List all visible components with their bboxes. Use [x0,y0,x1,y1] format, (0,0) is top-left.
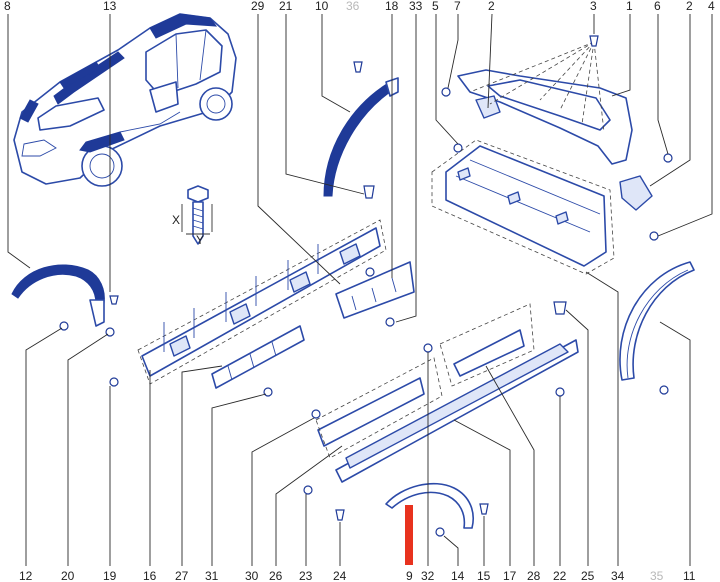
callout-26: 26 [269,569,283,582]
callout-11: 11 [683,569,696,582]
fasteners [59,61,669,537]
callout-25: 25 [581,569,595,582]
callout-20: 20 [61,569,75,582]
callout-16: 16 [143,569,157,582]
callout-1: 1 [626,0,633,13]
callout-10: 10 [315,0,329,13]
callout-2-right: 2 [686,0,693,13]
vehicle-illustration [13,13,237,187]
callout-34: 34 [611,569,625,582]
callout-36: 36 [346,0,360,13]
callout-23: 23 [299,569,313,582]
highlight-marker [405,505,413,565]
callout-12: 12 [19,569,33,582]
rear-spoiler [441,35,673,241]
tailgate-panel [431,139,615,275]
callout-7: 7 [454,0,461,13]
callout-29: 29 [251,0,265,13]
callout-19: 19 [103,569,117,582]
lower-sill [315,303,579,483]
callout-32: 32 [421,569,435,582]
callout-5: 5 [432,0,439,13]
rear-wheel-arch [619,261,695,381]
leader-lines [7,13,713,566]
callout-35: 35 [650,569,664,582]
axis-x-label: X [172,213,180,227]
callout-2: 2 [488,0,495,13]
callout-33: 33 [409,0,423,13]
callout-30: 30 [245,569,259,582]
callout-labels: 8 13 29 21 10 36 18 33 5 7 2 3 1 6 2 4 1… [4,0,715,582]
callout-24: 24 [333,569,347,582]
callout-6: 6 [654,0,661,13]
callout-18: 18 [385,0,399,13]
callout-15: 15 [477,569,491,582]
callout-14: 14 [451,569,465,582]
side-sill-bracket [211,261,415,389]
callout-4: 4 [708,0,715,13]
callout-31: 31 [205,569,219,582]
arch-extension [385,482,474,565]
screw-detail: X Y [172,185,213,247]
callout-3: 3 [590,0,597,13]
callout-17: 17 [503,569,517,582]
callout-21: 21 [279,0,293,13]
callout-9: 9 [406,569,413,582]
front-wheel-arch [11,264,105,327]
callout-28: 28 [527,569,541,582]
axis-y-label: Y [196,233,204,247]
callout-22: 22 [553,569,567,582]
callout-13: 13 [103,0,117,13]
rear-wheel-arch-upper [323,77,399,197]
callout-8: 8 [4,0,11,13]
callout-27: 27 [175,569,189,582]
